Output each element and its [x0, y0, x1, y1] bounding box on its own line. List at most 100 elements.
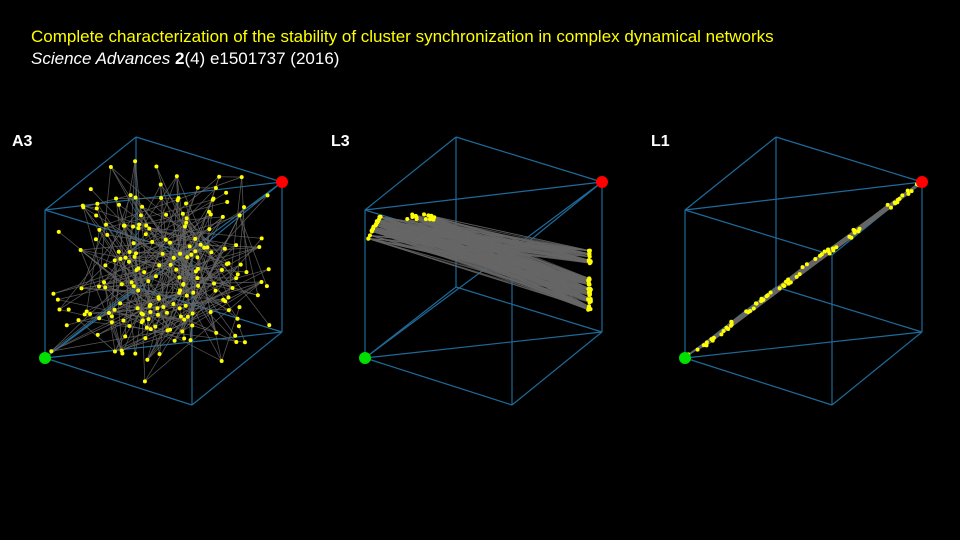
network-edge: [160, 197, 196, 240]
network-node: [905, 188, 910, 193]
network-node: [142, 379, 147, 384]
network-node: [136, 226, 141, 231]
network-node: [185, 314, 190, 319]
network-edge: [190, 271, 197, 341]
network-node: [265, 193, 270, 198]
network-nodes: [49, 159, 272, 384]
network-edge: [114, 298, 159, 311]
network-node: [222, 246, 227, 251]
network-node: [207, 209, 212, 214]
network-edge: [150, 246, 260, 313]
network-node: [414, 215, 419, 220]
network-node: [834, 245, 839, 250]
network-node: [49, 349, 54, 354]
network-node: [185, 255, 190, 260]
network-node: [57, 307, 62, 312]
network-node: [748, 309, 753, 314]
network-node: [171, 302, 176, 307]
network-node: [768, 290, 773, 295]
network-node: [195, 276, 200, 281]
network-edge: [430, 216, 590, 286]
network-edge: [51, 313, 91, 352]
network-node: [133, 351, 138, 356]
network-node: [133, 159, 138, 164]
network-node: [82, 312, 87, 317]
network-node: [157, 263, 162, 268]
network-node: [88, 311, 93, 316]
network-node: [857, 226, 862, 231]
network-node: [195, 255, 200, 260]
network-node: [219, 268, 224, 273]
network-node: [220, 214, 225, 219]
network-edge: [412, 214, 591, 290]
network-node: [410, 212, 415, 217]
network-edge: [184, 226, 191, 341]
network-edge: [51, 296, 159, 352]
start-marker: [679, 352, 691, 364]
network-edge: [156, 166, 196, 252]
network-node: [177, 306, 182, 311]
network-node: [139, 320, 144, 325]
network-edge: [138, 184, 162, 229]
network-edge: [105, 176, 242, 225]
network-node: [765, 293, 770, 298]
network-node: [234, 276, 239, 281]
network-edge: [163, 306, 229, 311]
network-node: [587, 277, 592, 282]
network-edge: [81, 275, 157, 289]
network-edge: [97, 307, 158, 336]
network-node: [226, 308, 231, 313]
network-edge: [121, 287, 233, 352]
network-node: [191, 290, 196, 295]
network-node: [237, 305, 242, 310]
network-node: [235, 272, 240, 277]
network-node: [266, 267, 271, 272]
network-edge: [788, 207, 892, 284]
network-node: [214, 330, 219, 335]
network-node: [103, 285, 108, 290]
network-node: [751, 306, 756, 311]
network-edge: [149, 305, 160, 355]
network-edge: [97, 203, 130, 253]
network-node: [105, 232, 110, 237]
network-node: [193, 236, 198, 241]
network-node: [146, 279, 151, 284]
figure-title: Complete characterization of the stabili…: [31, 27, 774, 46]
network-node: [370, 227, 375, 232]
network-node: [112, 258, 117, 263]
network-node: [208, 310, 213, 315]
network-node: [172, 338, 177, 343]
network-node: [202, 245, 207, 250]
network-node: [140, 204, 145, 209]
network-node: [221, 297, 226, 302]
network-node: [259, 236, 264, 241]
network-node: [165, 328, 170, 333]
network-edge: [146, 195, 268, 328]
network-edge: [124, 161, 136, 337]
network-node: [264, 284, 269, 289]
network-node: [788, 280, 793, 285]
network-edge: [192, 247, 208, 314]
network-node: [178, 314, 183, 319]
network-edge: [237, 207, 245, 275]
network-node: [761, 297, 766, 302]
network-node: [97, 316, 102, 321]
network-edge: [380, 216, 590, 280]
network-node: [131, 224, 136, 229]
cube-edge: [455, 286, 603, 333]
network-node: [209, 250, 214, 255]
network-node: [148, 302, 153, 307]
network-node: [122, 223, 127, 228]
network-edge: [147, 316, 182, 361]
network-node: [112, 307, 117, 312]
cube-edge: [511, 331, 603, 406]
network-node: [153, 324, 158, 329]
network-edge: [182, 271, 197, 286]
network-node: [96, 284, 101, 289]
network-edge: [430, 218, 590, 256]
start-marker: [359, 352, 371, 364]
network-edge: [114, 260, 123, 354]
network-edge: [138, 214, 212, 269]
network-node: [190, 323, 195, 328]
network-node: [182, 317, 187, 322]
